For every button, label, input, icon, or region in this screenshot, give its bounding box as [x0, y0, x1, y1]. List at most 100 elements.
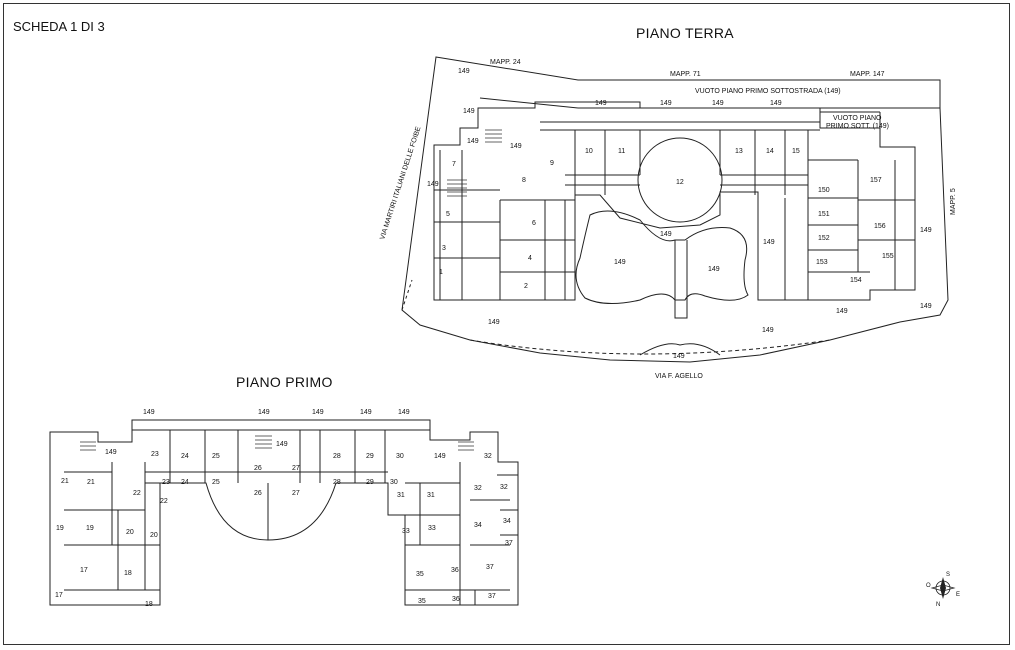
- unit-label: 36: [451, 567, 459, 574]
- sheet-label: SCHEDA 1 DI 3: [13, 19, 105, 34]
- unit-label: 33: [428, 525, 436, 532]
- unit-label: 37: [488, 593, 496, 600]
- unit-label: 9: [550, 160, 554, 167]
- unit-label: 17: [80, 567, 88, 574]
- unit-label: 1: [439, 269, 443, 276]
- common-area-label: 149: [258, 409, 270, 416]
- unit-label: 26: [254, 465, 262, 472]
- common-area-label: 149: [458, 68, 470, 75]
- unit-label: 3: [442, 245, 446, 252]
- common-area-label: 149: [708, 266, 720, 273]
- drawing-frame: [3, 3, 1010, 645]
- unit-label: 27: [292, 490, 300, 497]
- first-floor-title: PIANO PRIMO: [236, 374, 333, 390]
- common-area-label: 149: [920, 303, 932, 310]
- mapp-label: MAPP. 5: [950, 188, 957, 215]
- unit-label: 31: [427, 492, 435, 499]
- compass-letter: S: [946, 572, 950, 578]
- mapp-label: MAPP. 24: [490, 59, 521, 66]
- unit-label: 2: [524, 283, 528, 290]
- unit-label: 156: [874, 223, 886, 230]
- common-area-label: 149: [398, 409, 410, 416]
- unit-label: 32: [484, 453, 492, 460]
- common-area-label: 149: [488, 319, 500, 326]
- unit-label: 22: [133, 490, 141, 497]
- unit-label: 8: [522, 177, 526, 184]
- unit-label: 18: [145, 601, 153, 608]
- unit-label: 10: [585, 148, 593, 155]
- unit-label: 23: [162, 479, 170, 486]
- unit-label: 12: [676, 179, 684, 186]
- common-area-label: 149: [427, 181, 439, 188]
- note-label: VUOTO PIANO: [833, 115, 882, 122]
- unit-label: 28: [333, 479, 341, 486]
- unit-label: 36: [452, 596, 460, 603]
- unit-label: 153: [816, 259, 828, 266]
- unit-label: 157: [870, 177, 882, 184]
- unit-label: 11: [618, 148, 625, 155]
- unit-label: 152: [818, 235, 830, 242]
- unit-label: 28: [333, 453, 341, 460]
- unit-label: 24: [181, 479, 189, 486]
- common-area-label: 149: [143, 409, 155, 416]
- unit-label: 154: [850, 277, 862, 284]
- unit-label: 19: [86, 525, 94, 532]
- unit-label: 32: [500, 484, 508, 491]
- unit-label: 35: [418, 598, 426, 605]
- unit-label: 4: [528, 255, 532, 262]
- common-area-label: 149: [762, 327, 774, 334]
- unit-label: 27: [292, 465, 300, 472]
- unit-label: 29: [366, 479, 374, 486]
- common-area-label: 149: [763, 239, 775, 246]
- common-area-label: 149: [614, 259, 626, 266]
- common-area-label: 149: [276, 441, 288, 448]
- common-area-label: 149: [920, 227, 932, 234]
- unit-label: 25: [212, 479, 220, 486]
- common-area-label: 149: [463, 108, 475, 115]
- compass-letter: E: [956, 592, 960, 598]
- ground-floor-title: PIANO TERRA: [636, 25, 734, 41]
- common-area-label: 149: [770, 100, 782, 107]
- unit-label: 29: [366, 453, 374, 460]
- unit-label: 37: [486, 564, 494, 571]
- mapp-label: MAPP. 147: [850, 71, 885, 78]
- unit-label: 21: [87, 479, 95, 486]
- unit-label: 15: [792, 148, 800, 155]
- compass-rose-icon: S O E N: [926, 572, 960, 608]
- common-area-label: 149: [510, 143, 522, 150]
- unit-label: 7: [452, 161, 456, 168]
- first-floor-outline: [49, 419, 519, 606]
- unit-label: 151: [818, 211, 830, 218]
- common-area-label: 149: [105, 449, 117, 456]
- unit-label: 32: [474, 485, 482, 492]
- unit-label: 14: [766, 148, 774, 155]
- unit-label: 19: [56, 525, 64, 532]
- unit-label: 5: [446, 211, 450, 218]
- unit-label: 35: [416, 571, 424, 578]
- ground-floor-outline: [433, 101, 916, 301]
- common-area-label: 149: [467, 138, 479, 145]
- unit-label: 20: [150, 532, 158, 539]
- site-boundary: [401, 56, 949, 363]
- unit-label: 34: [503, 518, 511, 525]
- common-area-label: 149: [360, 409, 372, 416]
- compass-letter: N: [936, 602, 940, 608]
- unit-label: 37: [505, 540, 513, 547]
- common-area-label: 149: [312, 409, 324, 416]
- pool-shape: [575, 210, 749, 304]
- unit-label: 33: [402, 528, 410, 535]
- common-area-label: 149: [712, 100, 724, 107]
- unit-label: 17: [55, 592, 63, 599]
- unit-label: 34: [474, 522, 482, 529]
- note-label: PRIMO SOTT. (149): [826, 123, 889, 130]
- common-area-label: 149: [660, 100, 672, 107]
- unit-label: 30: [396, 453, 404, 460]
- unit-label: 21: [61, 478, 69, 485]
- unit-label: 20: [126, 529, 134, 536]
- unit-label: 155: [882, 253, 894, 260]
- compass-letter: O: [926, 583, 931, 589]
- street-label: VIA F. AGELLO: [655, 373, 703, 380]
- note-label: VUOTO PIANO PRIMO SOTTOSTRADA (149): [695, 88, 841, 95]
- unit-label: 18: [124, 570, 132, 577]
